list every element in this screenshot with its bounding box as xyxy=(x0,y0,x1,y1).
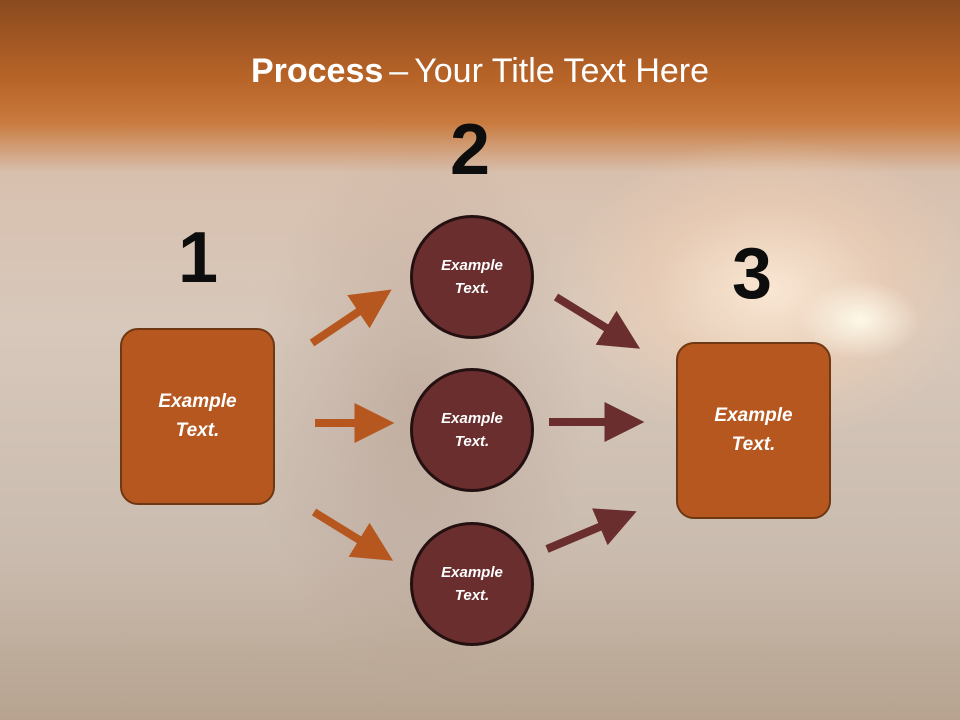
step-box-1-label: Example Text. xyxy=(158,391,237,441)
step-circle-middle-label: Example Text. xyxy=(441,409,503,450)
arrow-up-right-icon xyxy=(309,289,392,347)
title-dash: – xyxy=(389,52,409,90)
step-box-3: Example Text. xyxy=(676,342,831,519)
title-bold: Process xyxy=(250,52,384,90)
step-circle-bottom: Example Text. xyxy=(410,522,534,646)
step-circle-bottom-label: Example Text. xyxy=(441,563,503,604)
arrow-down-right-icon xyxy=(311,508,394,561)
title-rest: Your Title Text Here xyxy=(414,52,710,90)
step-number-1: 1 xyxy=(178,218,219,298)
slide-title: Process–Your Title Text Here xyxy=(0,52,960,91)
step-circle-middle: Example Text. xyxy=(410,368,534,492)
arrow-down-right-maroon-icon xyxy=(553,293,641,349)
arrow-up-right-maroon-icon xyxy=(545,508,637,553)
step-circle-top: Example Text. xyxy=(410,215,534,339)
step-number-2: 2 xyxy=(450,110,491,190)
step-number-3: 3 xyxy=(732,234,773,314)
step-circle-top-label: Example Text. xyxy=(441,256,503,297)
step-box-3-label: Example Text. xyxy=(714,405,793,455)
step-box-1: Example Text. xyxy=(120,328,275,505)
